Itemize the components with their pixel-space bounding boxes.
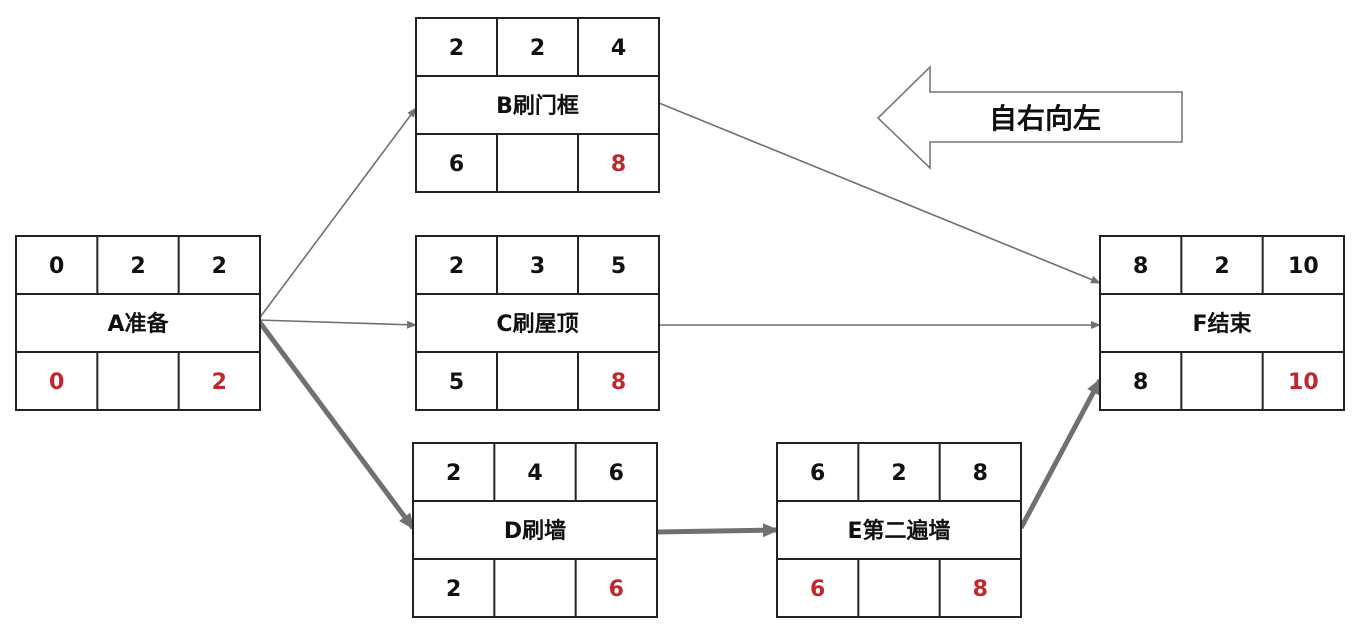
top-cell-0: 8 (1133, 254, 1148, 279)
direction-arrow: 自右向左 (876, 65, 1183, 170)
edge-e-to-f (1018, 378, 1103, 530)
top-cell-0: 6 (810, 461, 825, 486)
top-cell-1: 3 (530, 254, 545, 279)
edge-a-to-d (255, 318, 416, 530)
top-cell-1: 2 (530, 36, 545, 61)
top-cell-2: 4 (611, 36, 626, 61)
bottom-cell-0: 5 (449, 370, 464, 395)
bottom-cell-0: 8 (1133, 370, 1148, 395)
bottom-cell-0: 6 (810, 577, 825, 602)
node-box (1099, 235, 1345, 411)
top-cell-1: 4 (527, 461, 542, 486)
edge-a-to-b (257, 107, 417, 321)
node-name: E第二遍墙 (847, 518, 950, 544)
top-cell-0: 2 (449, 36, 464, 61)
edge-d-to-e (656, 523, 779, 538)
node-box (15, 235, 261, 411)
direction-label: 自右向左 (989, 102, 1101, 135)
bottom-cell-0: 2 (446, 577, 461, 602)
bottom-cell-2: 10 (1288, 370, 1319, 395)
node-box (412, 442, 658, 618)
node-name: C刷屋顶 (496, 312, 578, 337)
node-name: A准备 (107, 311, 169, 337)
edge-a-to-c (257, 319, 417, 329)
left-arrow-icon (876, 65, 1183, 170)
top-cell-0: 2 (449, 254, 464, 279)
node-box (415, 17, 660, 193)
bottom-cell-0: 6 (449, 152, 464, 177)
edges (255, 102, 1103, 538)
edge-b-to-f (658, 102, 1101, 284)
node-box (776, 442, 1022, 618)
top-cell-1: 2 (1214, 254, 1229, 279)
top-cell-1: 2 (891, 461, 906, 486)
top-cell-0: 2 (446, 461, 461, 486)
top-cell-0: 0 (49, 254, 64, 279)
top-cell-2: 8 (973, 461, 988, 486)
bottom-cell-2: 8 (973, 577, 988, 602)
node-name: B刷门框 (496, 93, 579, 119)
top-cell-2: 5 (611, 254, 626, 279)
top-cell-1: 2 (130, 254, 145, 279)
bottom-cell-2: 8 (611, 370, 626, 395)
bottom-cell-2: 8 (611, 152, 626, 177)
node-name: F结束 (1192, 311, 1252, 337)
node-name: D刷墙 (504, 519, 566, 544)
bottom-cell-0: 0 (49, 370, 64, 395)
top-cell-2: 6 (609, 461, 624, 486)
node-box (415, 235, 660, 411)
top-cell-2: 2 (212, 254, 227, 279)
top-cell-2: 10 (1288, 254, 1319, 279)
bottom-cell-2: 2 (212, 370, 227, 395)
bottom-cell-2: 6 (609, 577, 624, 602)
